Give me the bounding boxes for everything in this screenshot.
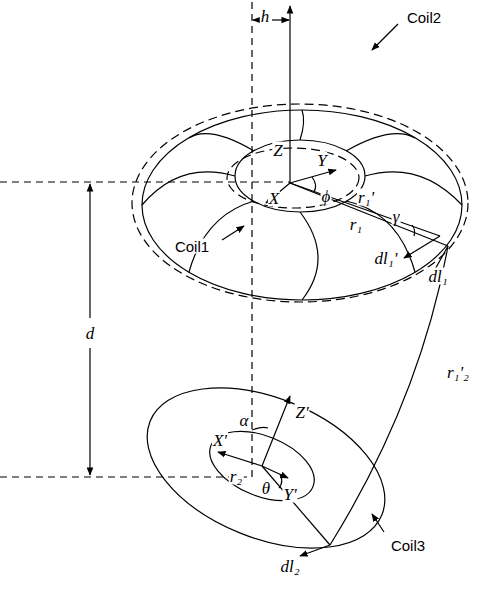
axis-guide: [251, 2, 252, 480]
radius-line: [262, 466, 330, 545]
winding: [300, 212, 318, 300]
symbol-label: r₁'₂: [446, 364, 470, 381]
winding: [346, 201, 415, 272]
coil3-outline: [124, 356, 408, 579]
distance-line: [330, 246, 448, 545]
dimension-line: [89, 348, 90, 475]
symbol-label: r₁: [349, 216, 364, 233]
z-prime-axis: [262, 396, 290, 466]
symbol-label: α: [239, 412, 250, 429]
leader-line: [222, 226, 244, 240]
leader-line: [372, 514, 384, 532]
symbol-label: Z: [272, 142, 283, 159]
angle-arc: [312, 177, 316, 192]
symbol-label: Y': [282, 486, 297, 503]
symbol-label: ϕ: [321, 188, 332, 205]
symbol-label: r₂: [229, 468, 244, 485]
winding: [142, 172, 235, 205]
winding: [300, 110, 304, 140]
z-axis: [289, 6, 290, 183]
coil-name: Coil3: [390, 538, 426, 553]
angle-arc: [412, 225, 415, 236]
y-axis: [290, 170, 336, 183]
coil1-outline: [142, 110, 462, 300]
winding: [346, 134, 415, 151]
dimension-line: [272, 19, 289, 20]
level-guide: [0, 181, 290, 182]
angle-arc: [252, 427, 268, 430]
symbol-label: θ: [261, 480, 271, 497]
winding: [189, 201, 254, 272]
dimension-line: [89, 184, 90, 318]
winding: [365, 172, 462, 205]
symbol-label: X': [212, 432, 228, 449]
x-prime-axis: [218, 452, 262, 466]
coil1-outline: [235, 140, 365, 212]
coil2-outline: [132, 104, 468, 302]
symbol-label: h: [260, 8, 271, 25]
coil-name: Coil1: [174, 239, 210, 254]
winding: [189, 134, 254, 151]
radius-line: [290, 183, 440, 236]
radius-line: [290, 183, 448, 246]
symbol-label: Z': [294, 404, 309, 421]
symbol-label: r₁': [357, 189, 375, 206]
leader-line: [372, 24, 398, 50]
symbol-label: d: [85, 325, 96, 342]
symbol-label: dl₁': [374, 250, 399, 267]
symbol-label: dl₁: [427, 268, 448, 285]
symbol-label: γ: [392, 208, 401, 225]
coil-name: Coil2: [406, 10, 442, 25]
angle-arc: [279, 474, 282, 488]
symbol-label: X: [268, 190, 280, 207]
symbol-label: Y: [316, 152, 327, 169]
current-element: [300, 545, 330, 556]
coil2-outline: [227, 148, 359, 208]
symbol-label: dl₂: [279, 558, 300, 575]
current-element: [404, 236, 440, 258]
dimension-line: [253, 19, 258, 20]
y-prime-axis: [262, 466, 288, 478]
level-guide: [0, 476, 252, 477]
